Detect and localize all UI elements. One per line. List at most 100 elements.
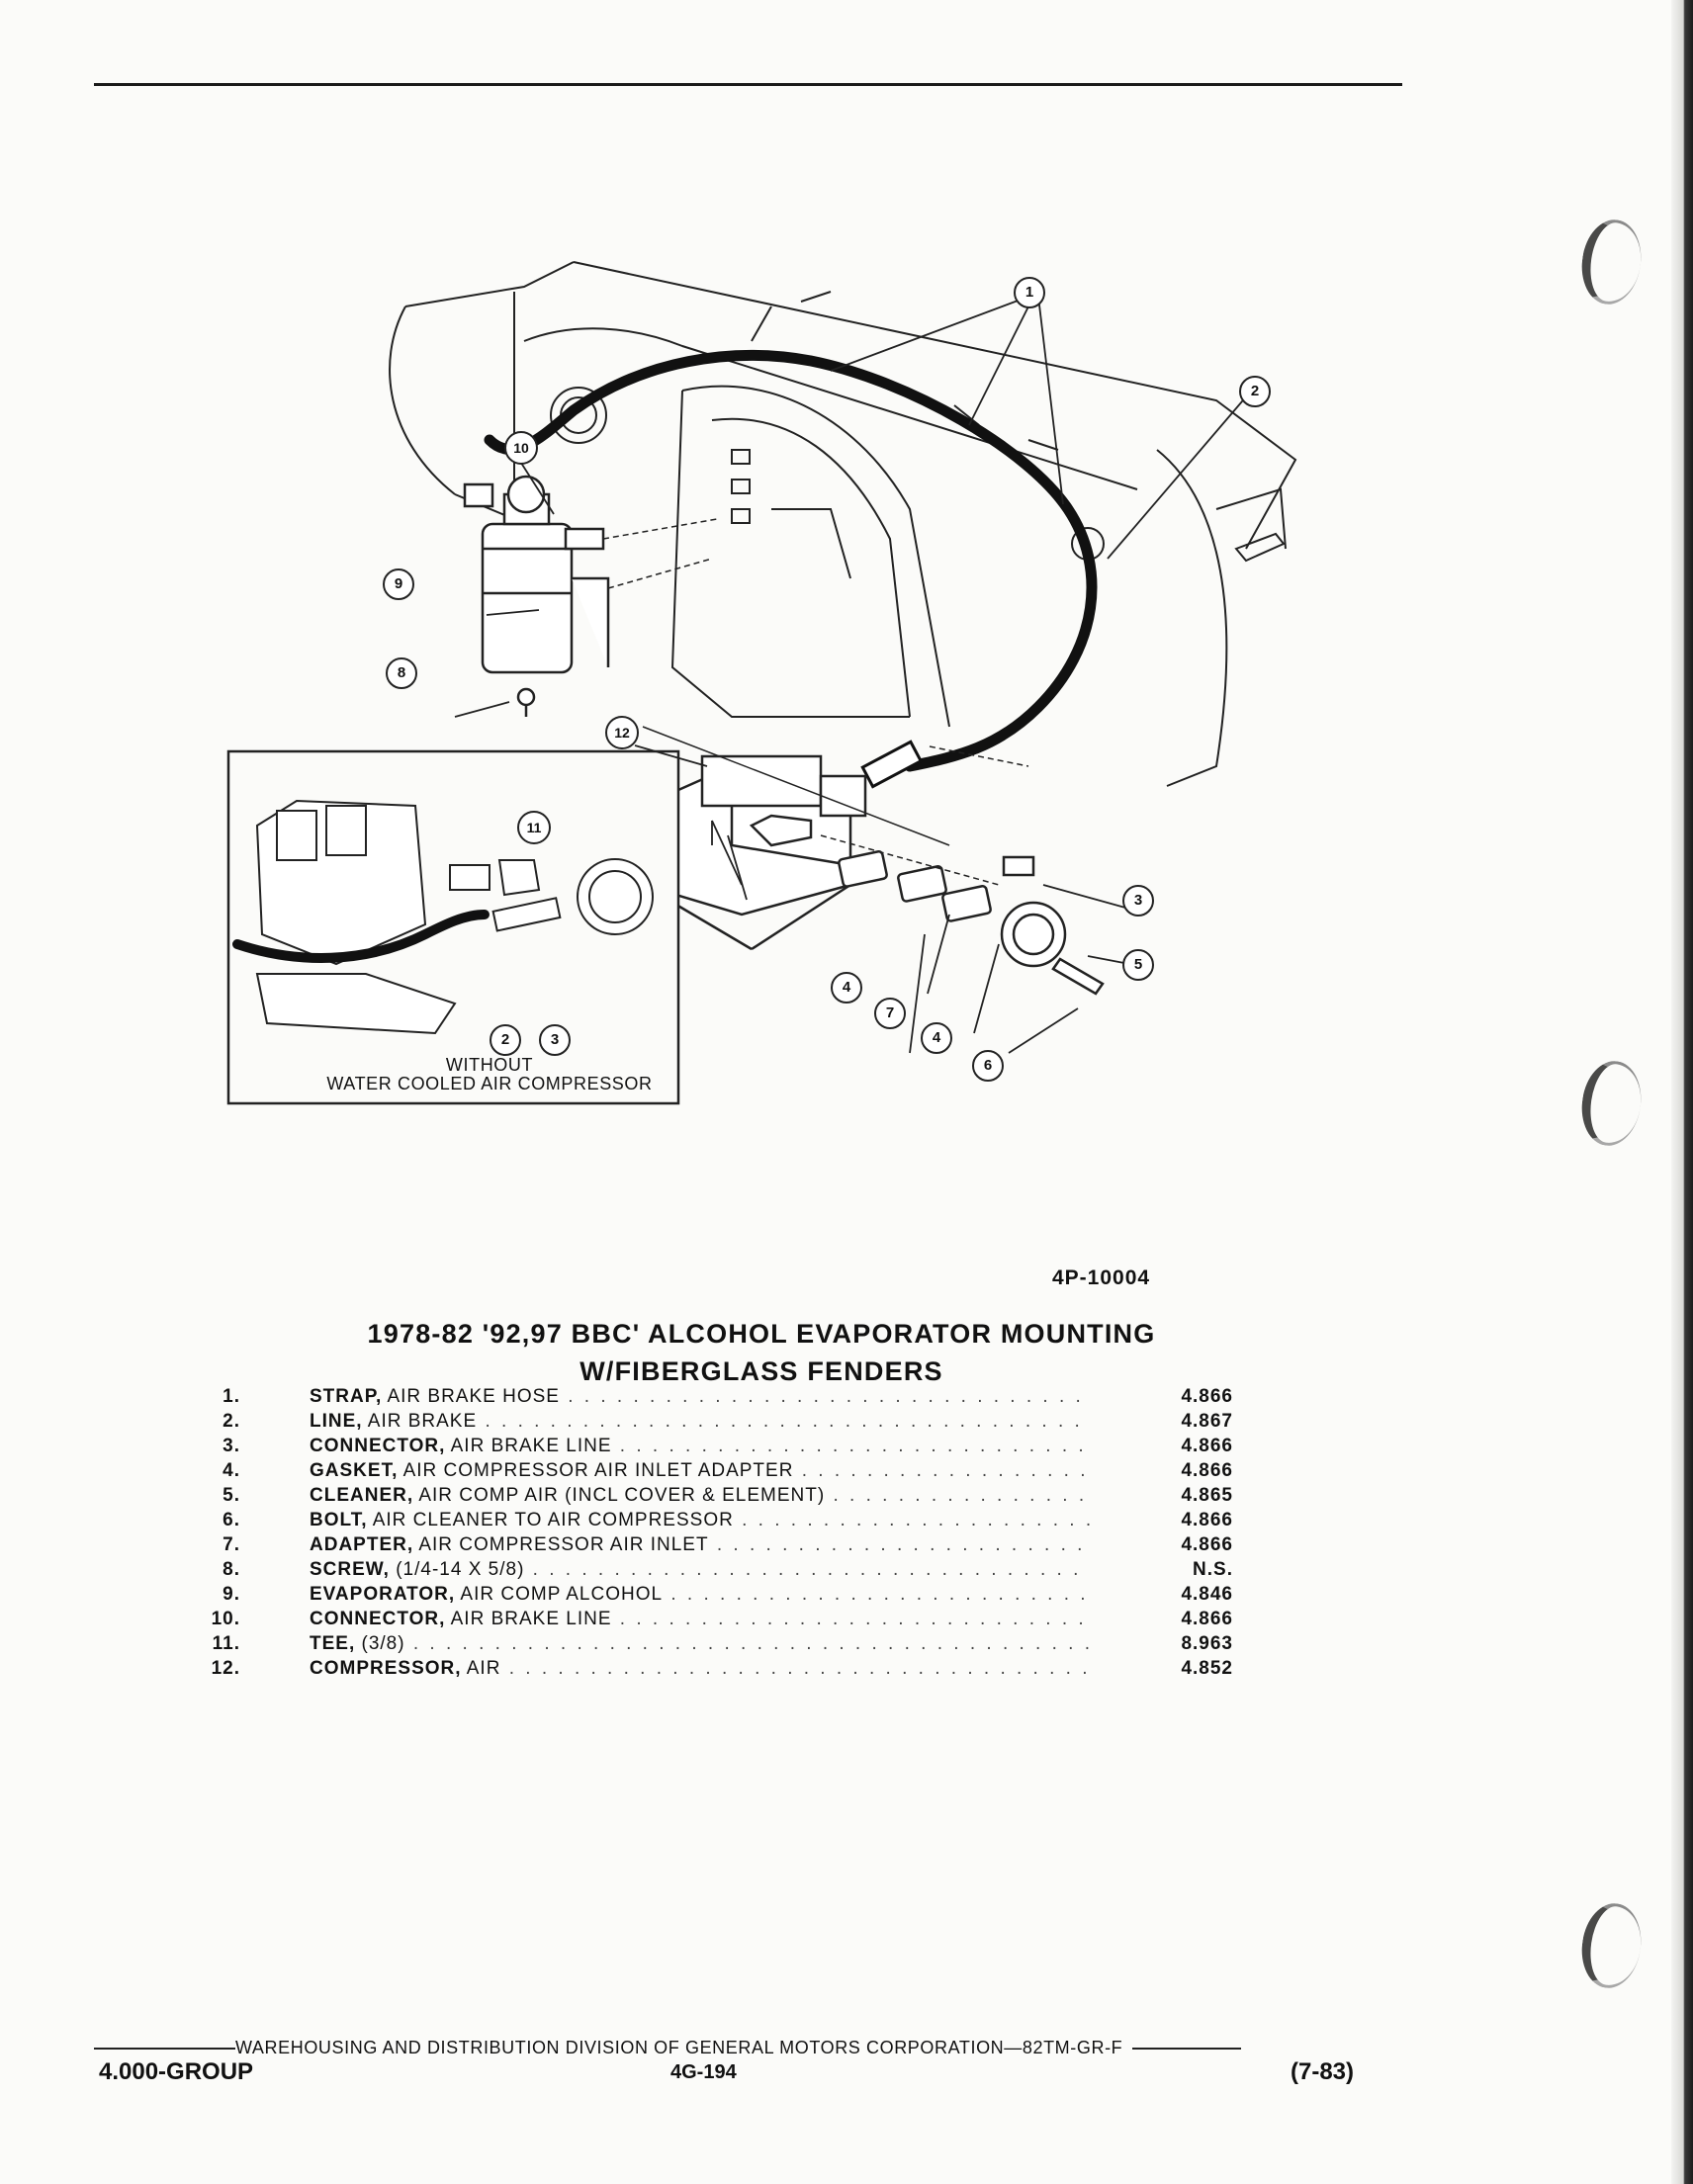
- part-name: LINE,: [310, 1411, 363, 1432]
- callout-10: 10: [504, 431, 538, 465]
- part-detail: AIR BRAKE LINE: [445, 1609, 612, 1629]
- part-reference: 4.866: [1181, 1386, 1233, 1407]
- header-rule: [94, 83, 1402, 86]
- part-name: TEE,: [310, 1633, 356, 1654]
- part-description: SCREW, (1/4-14 X 5/8) . . . . . . . . . …: [310, 1559, 1091, 1581]
- parts-list-row: 9. EVAPORATOR, AIR COMP ALCOHOL . . . . .…: [193, 1584, 1241, 1609]
- part-description: GASKET, AIR COMPRESSOR AIR INLET ADAPTER…: [310, 1460, 1091, 1482]
- callout-3: 3: [1122, 885, 1154, 917]
- page-title: 1978-82 '92,97 BBC' ALCOHOL EVAPORATOR M…: [227, 1315, 1295, 1390]
- part-reference: N.S.: [1193, 1559, 1233, 1580]
- part-number: 7.: [223, 1534, 240, 1555]
- parts-list-row: 8.SCREW, (1/4-14 X 5/8) . . . . . . . . …: [193, 1559, 1241, 1584]
- punch-hole-middle: [1576, 1057, 1647, 1150]
- callout-4: 4: [831, 972, 862, 1004]
- callout-11: 11: [517, 811, 551, 844]
- part-reference: 4.866: [1181, 1460, 1233, 1481]
- inset-callout-3: 3: [539, 1024, 571, 1056]
- part-name: BOLT,: [310, 1510, 368, 1530]
- inset-caption-line2: WATER COOLED AIR COMPRESSOR: [326, 1074, 653, 1093]
- callout-6: 6: [972, 1050, 1004, 1082]
- footer-division: WAREHOUSING AND DISTRIBUTION DIVISION OF…: [235, 2038, 1123, 2057]
- part-description: STRAP, AIR BRAKE HOSE . . . . . . . . . …: [310, 1386, 1091, 1408]
- part-reference: 4.867: [1181, 1411, 1233, 1432]
- part-detail: AIR BRAKE: [362, 1411, 478, 1432]
- page-edge-shadow: [1671, 0, 1693, 2184]
- inset-callout-2: 2: [490, 1024, 521, 1056]
- part-description: LINE, AIR BRAKE . . . . . . . . . . . . …: [310, 1411, 1091, 1433]
- part-detail: AIR COMPRESSOR AIR INLET ADAPTER: [398, 1460, 794, 1481]
- part-detail: AIR CLEANER TO AIR COMPRESSOR: [367, 1510, 734, 1530]
- punch-hole-top: [1576, 216, 1647, 308]
- parts-list-row: 2.LINE, AIR BRAKE . . . . . . . . . . . …: [193, 1411, 1241, 1436]
- part-number: 11.: [212, 1633, 240, 1654]
- callout-4b: 4: [921, 1022, 952, 1054]
- leader-dots: . . . . . . . . . . . . . . . . . . . . …: [412, 1633, 1091, 1654]
- callout-5: 5: [1122, 949, 1154, 981]
- part-reference: 4.846: [1181, 1584, 1233, 1605]
- part-description: ADAPTER, AIR COMPRESSOR AIR INLET . . . …: [310, 1534, 1091, 1556]
- part-reference: 4.852: [1181, 1658, 1233, 1679]
- part-name: SCREW,: [310, 1559, 390, 1580]
- part-number: 10.: [211, 1609, 240, 1629]
- part-number: 5.: [223, 1485, 240, 1506]
- part-name: ADAPTER,: [310, 1534, 414, 1555]
- footer-division-line: WAREHOUSING AND DISTRIBUTION DIVISION OF…: [94, 2038, 1380, 2058]
- part-detail: AIR BRAKE LINE: [445, 1436, 612, 1456]
- parts-list-row: 5. CLEANER, AIR COMP AIR (INCL COVER & EL…: [193, 1485, 1241, 1510]
- leader-dots: . . . . . . . . . . . . . . . . . . . . …: [716, 1534, 1091, 1555]
- parts-list-row: 7. ADAPTER, AIR COMPRESSOR AIR INLET . . …: [193, 1534, 1241, 1559]
- part-detail: AIR COMP AIR (INCL COVER & ELEMENT): [413, 1485, 826, 1506]
- leader-dots: . . . . . . . . . . . . . . . . . . . . …: [833, 1485, 1091, 1506]
- part-reference: 4.865: [1181, 1485, 1233, 1506]
- parts-list-row: 3. CONNECTOR, AIR BRAKE LINE . . . . . . …: [193, 1436, 1241, 1460]
- part-description: CONNECTOR, AIR BRAKE LINE . . . . . . . …: [310, 1436, 1091, 1457]
- part-number: 4.: [223, 1460, 240, 1481]
- part-number: 9.: [223, 1584, 240, 1605]
- callout-9: 9: [383, 568, 414, 600]
- leader-dots: . . . . . . . . . . . . . . . . . . . . …: [801, 1460, 1091, 1481]
- parts-list-row: 4. GASKET, AIR COMPRESSOR AIR INLET ADAPT…: [193, 1460, 1241, 1485]
- part-number: 6.: [223, 1510, 240, 1530]
- leader-dots: . . . . . . . . . . . . . . . . . . . . …: [670, 1584, 1091, 1605]
- leader-dots: . . . . . . . . . . . . . . . . . . . . …: [619, 1436, 1091, 1456]
- part-name: CONNECTOR,: [310, 1609, 446, 1629]
- parts-list: 1.STRAP, AIR BRAKE HOSE . . . . . . . . …: [193, 1386, 1241, 1683]
- footer-page-number: 4G-194: [670, 2061, 737, 2083]
- figure-code: 4P-10004: [1052, 1267, 1151, 1289]
- inset-caption: WITHOUT WATER COOLED AIR COMPRESSOR: [297, 1056, 682, 1093]
- page-title-line1: 1978-82 '92,97 BBC' ALCOHOL EVAPORATOR M…: [367, 1319, 1156, 1349]
- parts-list-row: 10.CONNECTOR, AIR BRAKE LINE . . . . . .…: [193, 1609, 1241, 1633]
- part-name: CONNECTOR,: [310, 1436, 446, 1456]
- parts-list-row: 6. BOLT, AIR CLEANER TO AIR COMPRESSOR . …: [193, 1510, 1241, 1534]
- footer-rule-right: [1132, 2048, 1242, 2051]
- part-detail: AIR BRAKE HOSE: [382, 1386, 560, 1407]
- callout-7: 7: [874, 998, 906, 1029]
- parts-list-row: 12.COMPRESSOR, AIR . . . . . . . . . . .…: [193, 1658, 1241, 1683]
- part-detail: AIR: [461, 1658, 501, 1679]
- part-detail: AIR COMP ALCOHOL: [455, 1584, 664, 1605]
- callout-1: 1: [1014, 277, 1045, 308]
- inset-caption-line1: WITHOUT: [445, 1055, 534, 1075]
- footer-group: 4.000-GROUP: [99, 2058, 254, 2085]
- footer-rule-left: [94, 2048, 235, 2051]
- part-name: GASKET,: [310, 1460, 399, 1481]
- callout-8: 8: [386, 657, 417, 689]
- part-description: TEE, (3/8) . . . . . . . . . . . . . . .…: [310, 1633, 1091, 1655]
- part-reference: 4.866: [1181, 1436, 1233, 1456]
- part-description: CLEANER, AIR COMP AIR (INCL COVER & ELEM…: [310, 1485, 1091, 1507]
- part-name: CLEANER,: [310, 1485, 414, 1506]
- part-reference: 8.963: [1181, 1633, 1233, 1654]
- part-detail: AIR COMPRESSOR AIR INLET: [413, 1534, 709, 1555]
- part-name: EVAPORATOR,: [310, 1584, 456, 1605]
- part-reference: 4.866: [1181, 1534, 1233, 1555]
- callout-12: 12: [605, 716, 639, 749]
- part-description: BOLT, AIR CLEANER TO AIR COMPRESSOR . . …: [310, 1510, 1091, 1531]
- part-number: 12.: [211, 1658, 240, 1679]
- part-detail: (1/4-14 X 5/8): [389, 1559, 525, 1580]
- part-reference: 4.866: [1181, 1609, 1233, 1629]
- leader-dots: . . . . . . . . . . . . . . . . . . . . …: [485, 1411, 1091, 1432]
- part-number: 3.: [223, 1436, 240, 1456]
- parts-list-row: 1.STRAP, AIR BRAKE HOSE . . . . . . . . …: [193, 1386, 1241, 1411]
- leader-dots: . . . . . . . . . . . . . . . . . . . . …: [568, 1386, 1091, 1407]
